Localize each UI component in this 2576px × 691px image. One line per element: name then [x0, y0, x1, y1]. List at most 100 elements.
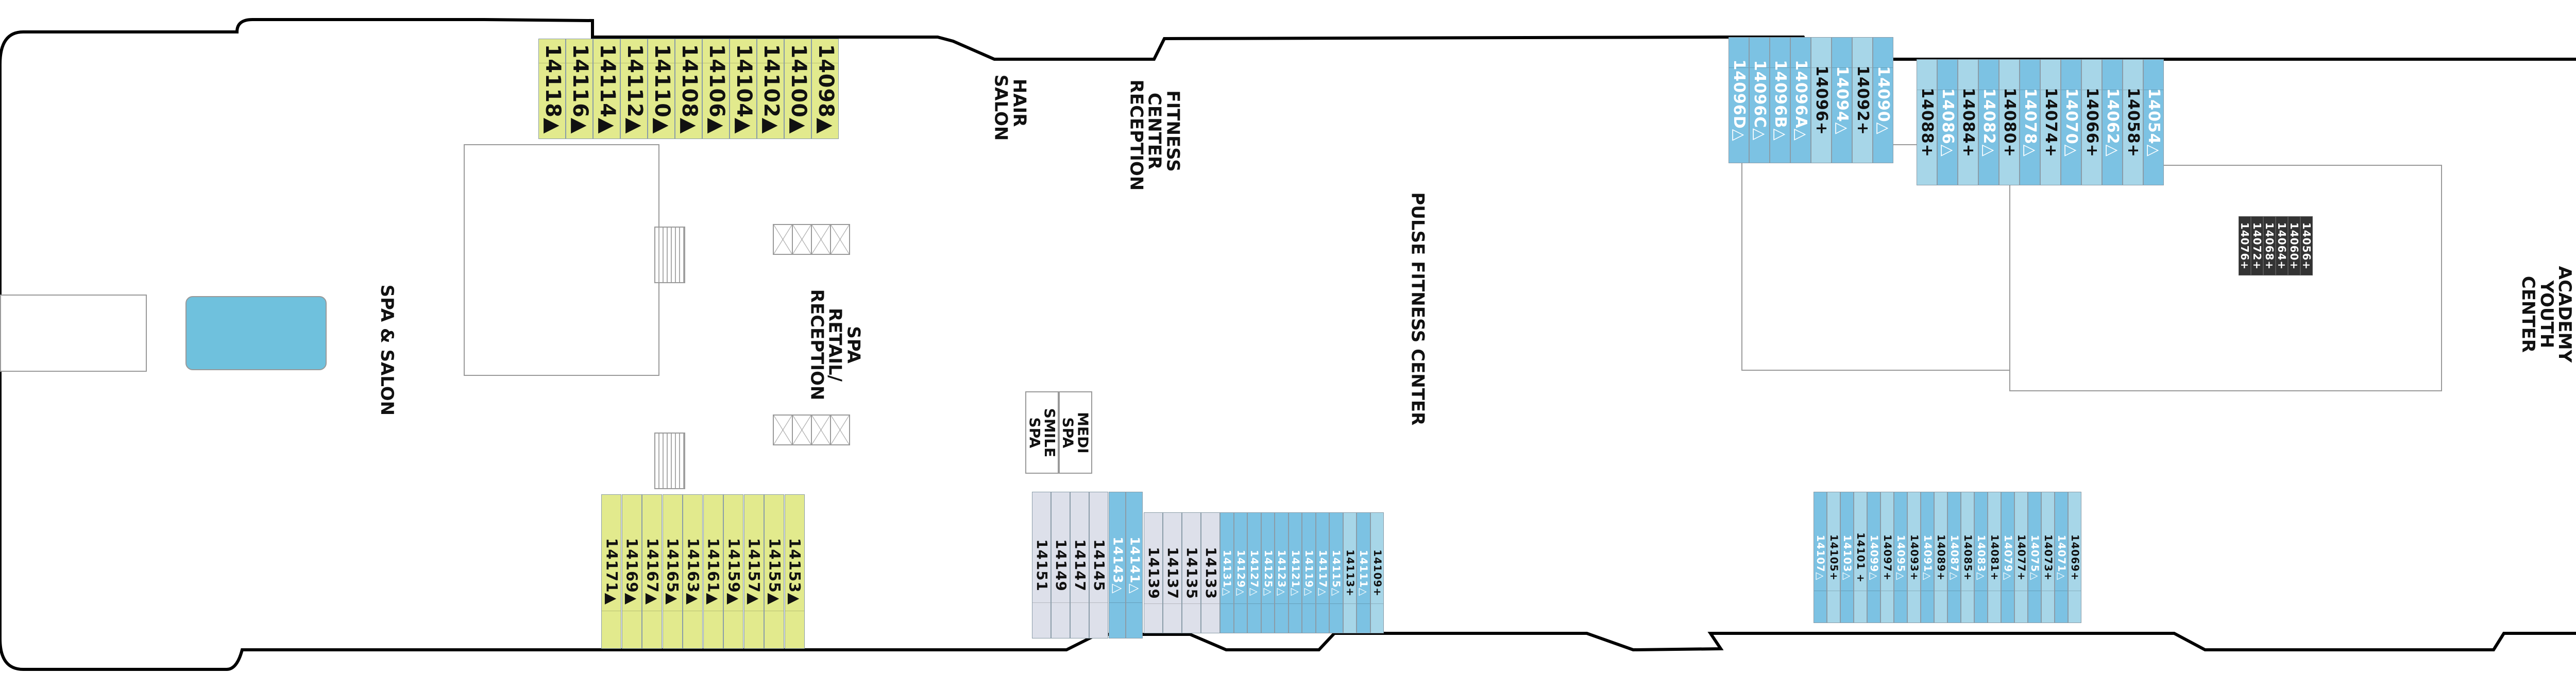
cabin-14073[interactable]: 14073+ — [2041, 492, 2055, 623]
cabin-14092[interactable]: 14092+ — [1852, 37, 1873, 163]
cabin-14094[interactable]: 14094△ — [1832, 37, 1852, 163]
cabin-14099[interactable]: 14099△ — [1867, 492, 1880, 623]
venue-spa-salon[interactable]: SPA & SALON — [376, 284, 397, 416]
cabin-14135[interactable]: 14135 — [1182, 512, 1201, 633]
cabin-14093[interactable]: 14093+ — [1907, 492, 1921, 623]
smile-spa-room[interactable]: SMILE SPA — [1025, 391, 1059, 474]
cabin-14058[interactable]: 14058+ — [2123, 59, 2143, 185]
cabin-14101[interactable]: 14101 + — [1854, 492, 1867, 623]
cabin-14119[interactable]: 14119△ — [1302, 512, 1316, 633]
cabin-14087[interactable]: 14087△ — [1947, 492, 1961, 623]
cabin-14060[interactable]: 14060+ — [2288, 216, 2300, 275]
cabin-14139[interactable]: 14139 — [1144, 512, 1163, 633]
cabin-14071[interactable]: 14071△ — [2055, 492, 2068, 623]
cabin-14110[interactable]: 14110▲ — [648, 39, 675, 139]
cabin-14133[interactable]: 14133 — [1201, 512, 1220, 633]
cabin-14069[interactable]: 14069+ — [2068, 492, 2081, 623]
cabin-14121[interactable]: 14121△ — [1288, 512, 1302, 633]
balcony — [1832, 38, 1852, 68]
cabin-14127[interactable]: 14127△ — [1247, 512, 1261, 633]
cabin-14123[interactable]: 14123△ — [1275, 512, 1289, 633]
cabin-14145[interactable]: 14145 — [1089, 492, 1108, 638]
cabin-14096a[interactable]: 14096A△ — [1790, 37, 1811, 163]
cabin-14112[interactable]: 14112▲ — [620, 39, 648, 139]
cabin-14116[interactable]: 14116▲ — [566, 39, 593, 139]
cabin-14104[interactable]: 14104▲ — [730, 39, 757, 139]
cabin-14072[interactable]: 14072+ — [2251, 216, 2263, 275]
cabin-14118[interactable]: 14118▲ — [538, 39, 566, 139]
cabin-14131[interactable]: 14131△ — [1220, 512, 1234, 633]
cabin-number: 14167▲ — [643, 538, 662, 606]
cabin-14113[interactable]: 14113+ — [1343, 512, 1357, 633]
cabin-14080[interactable]: 14080+ — [1999, 59, 2020, 185]
cabin-14076[interactable]: 14076+ — [2239, 216, 2251, 275]
cabin-14153[interactable]: 14153▲ — [784, 494, 805, 649]
cabin-14066[interactable]: 14066+ — [2081, 59, 2102, 185]
cabin-14102[interactable]: 14102▲ — [757, 39, 784, 139]
venue-pulse-fitness-center[interactable]: PULSE FITNESS CENTER — [1406, 192, 1428, 426]
cabin-14098[interactable]: 14098▲ — [811, 39, 839, 139]
cabin-14111[interactable]: 14111△ — [1357, 512, 1370, 633]
cabin-14106[interactable]: 14106▲ — [702, 39, 730, 139]
cabin-14090[interactable]: 14090△ — [1873, 37, 1893, 163]
cabin-14074[interactable]: 14074+ — [2040, 59, 2061, 185]
venue-splash-academy[interactable]: SPLASH ACADEMY YOUTH CENTER — [2518, 266, 2576, 362]
cabin-14079[interactable]: 14079△ — [2001, 492, 2014, 623]
cabin-14085[interactable]: 14085+ — [1961, 492, 1974, 623]
cabin-14115[interactable]: 14115△ — [1329, 512, 1343, 633]
cabin-14114[interactable]: 14114▲ — [593, 39, 620, 139]
cabin-14077[interactable]: 14077+ — [2014, 492, 2028, 623]
cabin-14109[interactable]: 14109+ — [1370, 512, 1384, 633]
cabin-14157[interactable]: 14157▲ — [743, 494, 764, 649]
cabin-14088[interactable]: 14088+ — [1917, 59, 1937, 185]
cabin-14086[interactable]: 14086△ — [1937, 59, 1958, 185]
cabin-14155[interactable]: 14155▲ — [764, 494, 784, 649]
venue-hair-salon[interactable]: HAIR SALON — [991, 75, 1030, 141]
cabin-14091[interactable]: 14091△ — [1921, 492, 1934, 623]
cabin-14103[interactable]: 14103△ — [1840, 492, 1854, 623]
cabin-14096d[interactable]: 14096D△ — [1728, 37, 1749, 163]
cabin-14165[interactable]: 14165▲ — [662, 494, 683, 649]
cabin-14129[interactable]: 14129△ — [1233, 512, 1247, 633]
cabin-14125[interactable]: 14125△ — [1261, 512, 1275, 633]
cabin-14151[interactable]: 14151 — [1032, 492, 1051, 638]
cabin-14161[interactable]: 14161▲ — [703, 494, 723, 649]
cabin-14096[interactable]: 14096+ — [1811, 37, 1832, 163]
cabin-14082[interactable]: 14082△ — [1978, 59, 1999, 185]
venue-spa-retail-reception[interactable]: SPA RETAIL/ RECEPTION — [806, 289, 864, 401]
cabin-14117[interactable]: 14117△ — [1315, 512, 1329, 633]
cabin-14105[interactable]: 14105+ — [1827, 492, 1840, 623]
cabin-14081[interactable]: 14081+ — [1988, 492, 2001, 623]
cabin-14097[interactable]: 14097+ — [1880, 492, 1894, 623]
cabin-14169[interactable]: 14169▲ — [621, 494, 642, 649]
cabin-14107[interactable]: 14107△ — [1814, 492, 1827, 623]
cabin-14147[interactable]: 14147 — [1070, 492, 1089, 638]
cabin-14078[interactable]: 14078△ — [2020, 59, 2040, 185]
cabin-14141[interactable]: 14141△ — [1126, 492, 1143, 638]
cabin-number: 14079△ — [2002, 534, 2014, 580]
cabin-14171[interactable]: 14171▲ — [601, 494, 621, 649]
cabin-14143[interactable]: 14143△ — [1109, 492, 1126, 638]
cabin-14062[interactable]: 14062△ — [2102, 59, 2123, 185]
cabin-14083[interactable]: 14083△ — [1974, 492, 1988, 623]
cabin-14068[interactable]: 14068+ — [2263, 216, 2276, 275]
cabin-14137[interactable]: 14137 — [1163, 512, 1182, 633]
cabin-14096c[interactable]: 14096C△ — [1749, 37, 1770, 163]
medi-spa-room[interactable]: MEDI SPA — [1059, 391, 1092, 474]
cabin-14159[interactable]: 14159▲ — [723, 494, 743, 649]
cabin-14070[interactable]: 14070△ — [2061, 59, 2081, 185]
cabin-14096b[interactable]: 14096B△ — [1770, 37, 1790, 163]
venue-fitness-center-reception[interactable]: FITNESS CENTER RECEPTION — [1126, 80, 1183, 191]
cabin-14149[interactable]: 14149 — [1051, 492, 1070, 638]
cabin-14163[interactable]: 14163▲ — [683, 494, 703, 649]
cabin-14167[interactable]: 14167▲ — [642, 494, 662, 649]
cabin-14089[interactable]: 14089+ — [1934, 492, 1947, 623]
cabin-14084[interactable]: 14084+ — [1958, 59, 1978, 185]
cabin-14095[interactable]: 14095△ — [1894, 492, 1907, 623]
cabin-14064[interactable]: 14064+ — [2276, 216, 2288, 275]
cabin-14108[interactable]: 14108▲ — [675, 39, 702, 139]
cabin-14054[interactable]: 14054△ — [2143, 59, 2164, 185]
cabin-14100[interactable]: 14100▲ — [784, 39, 811, 139]
cabin-14075[interactable]: 14075△ — [2028, 492, 2041, 623]
cabin-14056[interactable]: 14056+ — [2300, 216, 2313, 275]
